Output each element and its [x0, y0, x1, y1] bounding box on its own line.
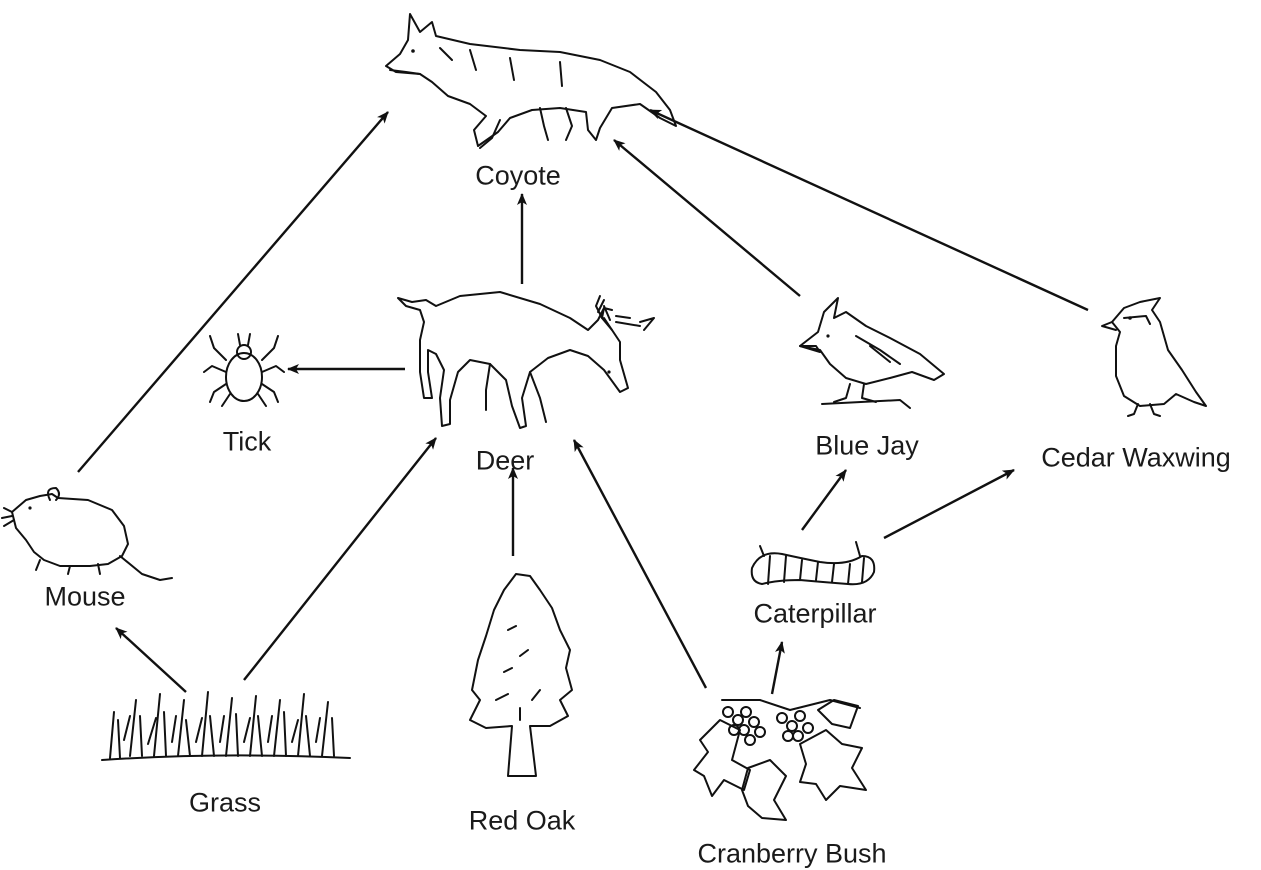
arrow-cranberry-bush-to-deer — [574, 440, 706, 688]
arrow-caterpillar-to-cedar-waxwing — [884, 470, 1014, 538]
cranberry-bush-icon — [694, 700, 866, 820]
cedar-waxwing-icon — [1102, 298, 1206, 416]
feeding-arrows — [78, 110, 1088, 694]
label-red-oak: Red Oak — [469, 808, 576, 835]
coyote-icon — [386, 14, 676, 148]
label-cedar-waxwing: Cedar Waxwing — [1041, 445, 1231, 472]
arrow-caterpillar-to-blue-jay — [802, 470, 846, 530]
label-tick: Tick — [223, 429, 272, 456]
grass-icon — [102, 692, 350, 760]
label-deer: Deer — [476, 448, 535, 475]
arrow-grass-to-mouse — [116, 628, 186, 692]
blue-jay-icon — [800, 298, 944, 408]
label-grass: Grass — [189, 790, 261, 817]
label-blue-jay: Blue Jay — [815, 433, 919, 460]
red-oak-icon — [470, 574, 572, 776]
label-caterpillar: Caterpillar — [753, 601, 876, 628]
arrow-grass-to-deer — [244, 438, 436, 680]
caterpillar-icon — [752, 542, 875, 584]
label-coyote: Coyote — [475, 163, 561, 190]
deer-icon — [398, 292, 654, 428]
label-cranberry-bush: Cranberry Bush — [697, 841, 886, 868]
arrow-cedar-waxwing-to-coyote — [650, 110, 1088, 310]
mouse-icon — [2, 488, 172, 580]
arrow-blue-jay-to-coyote — [614, 140, 800, 296]
tick-icon — [204, 334, 284, 406]
arrow-mouse-to-coyote — [78, 112, 388, 472]
label-mouse: Mouse — [44, 584, 125, 611]
arrow-cranberry-bush-to-caterpillar — [772, 642, 782, 694]
